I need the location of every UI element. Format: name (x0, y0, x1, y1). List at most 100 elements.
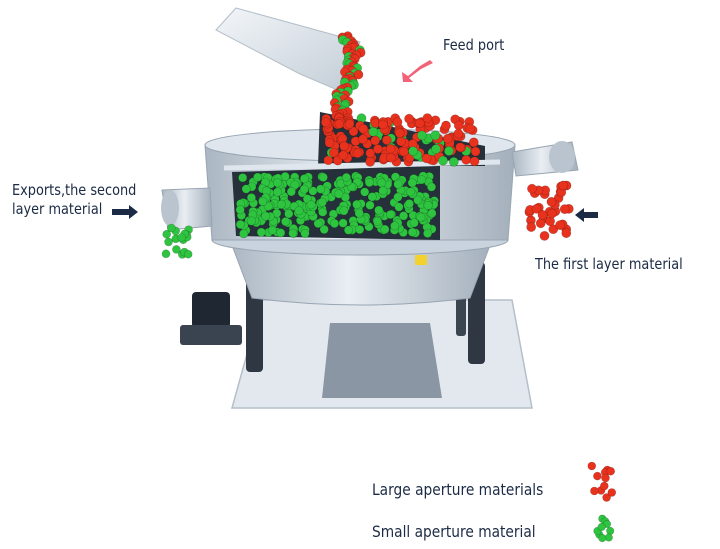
upper-deck-particle (461, 154, 472, 165)
lower-deck-particle (263, 201, 273, 211)
lower-deck-particle (317, 197, 327, 207)
second-layer-output-particle (172, 245, 181, 254)
lower-deck-particle (354, 208, 364, 218)
upper-deck-particle (470, 146, 481, 157)
upper-deck-particle (469, 156, 480, 167)
upper-deck-particle (414, 118, 425, 129)
upper-deck-particle (404, 113, 414, 124)
first-layer-output-particle (559, 204, 570, 214)
lower-deck-particle (352, 199, 362, 209)
legend-large-particle (602, 493, 611, 502)
lower-deck-particle (235, 219, 245, 229)
motor (192, 292, 230, 328)
upper-deck-particle (368, 126, 379, 137)
exports-arrow (112, 205, 138, 219)
legend-small-label: Small aperture material (372, 522, 536, 541)
first-layer-output-particle (555, 220, 565, 230)
legend-large-particle (590, 486, 599, 496)
lower-deck-particle (377, 178, 387, 188)
first-layer-arrow (575, 208, 598, 222)
lower-deck-particle (338, 218, 348, 228)
first-layer-output-particle (526, 222, 537, 232)
upper-deck-particle (453, 120, 464, 131)
lower-deck-particle (272, 178, 283, 188)
feed-port-label: Feed port (443, 36, 505, 54)
upper-deck-particle (408, 146, 418, 156)
first-layer-output-particle (546, 196, 557, 207)
lower-deck-particle (258, 196, 268, 207)
lower-deck-particle (390, 221, 400, 231)
lower-deck-particle (306, 200, 316, 210)
lower-deck-particle (253, 172, 263, 182)
first-layer-output-particle (531, 203, 542, 214)
lower-deck-particle (364, 177, 375, 188)
upper-deck-particle (396, 136, 406, 147)
lower-deck-particle (329, 218, 340, 228)
lower-deck-particle (300, 228, 310, 239)
lower-deck-particle (272, 187, 283, 197)
lower-deck-particle (235, 205, 245, 215)
upper-deck-particle (365, 148, 376, 158)
upper-deck-particle (398, 146, 409, 157)
lower-deck-particle (378, 186, 388, 196)
lower-deck-particle (404, 199, 414, 209)
lower-deck-particle (399, 211, 409, 221)
lower-deck-particle (374, 205, 384, 215)
upper-deck-particle (465, 123, 476, 134)
lower-deck-particle (367, 192, 377, 202)
lower-deck-particle (423, 200, 433, 211)
upper-deck-particle (344, 119, 355, 129)
upper-deck-particle (443, 146, 454, 156)
lower-deck-particle (341, 172, 352, 182)
legend-large-particle (607, 488, 617, 497)
lower-deck-particle (246, 193, 256, 203)
lower-deck-particle (406, 187, 416, 197)
lower-deck-particle (407, 227, 418, 237)
lower-deck-particle (288, 228, 298, 238)
lower-deck-particle (241, 184, 251, 194)
lower-deck-particle (284, 209, 294, 219)
first-layer-label: The first layer material (535, 255, 683, 273)
lower-deck-particle (261, 211, 271, 221)
outlet-left-mouth (161, 190, 179, 226)
lower-deck-particle (407, 178, 417, 188)
upper-deck-particle (438, 155, 448, 166)
lower-deck-particle (256, 227, 266, 237)
lower-deck-particle (286, 187, 296, 197)
lower-deck-particle (409, 218, 419, 228)
motor-stand (180, 325, 242, 345)
upper-deck-particle (324, 137, 335, 148)
outlet-right-mouth (549, 141, 575, 173)
lower-deck-particle (276, 199, 286, 209)
upper-deck-particle (348, 126, 359, 137)
lower-deck-particle (417, 175, 427, 185)
legend-small-particle (598, 533, 607, 543)
lower-deck-particle (276, 228, 286, 238)
upper-deck-particle (421, 153, 432, 164)
legend-large-label: Large aperture materials (372, 480, 544, 499)
second-layer-output-particle (167, 223, 176, 233)
second-layer-output-particle (177, 233, 186, 242)
legend-small-particle (597, 522, 606, 532)
lower-deck-particle (365, 200, 375, 210)
upper-deck-particle (357, 134, 368, 145)
first-layer-output-particle (561, 228, 572, 238)
upper-deck-particle (358, 123, 369, 134)
feed-arrow (402, 60, 433, 82)
exports-label-line1: Exports,the second (12, 181, 137, 199)
lower-deck-particle (281, 217, 291, 227)
upper-deck-particle (365, 156, 375, 167)
lower-deck-particle (299, 174, 310, 184)
lower-deck-particle (316, 184, 326, 194)
upper-deck-particle (385, 152, 396, 163)
upper-deck-particle (448, 156, 459, 167)
lower-deck-particle (313, 218, 323, 229)
lower-deck-particle (380, 224, 390, 234)
lower-deck-particle (290, 180, 300, 190)
upper-deck-particle (352, 148, 363, 159)
second-layer-output-particle (183, 249, 193, 259)
base-plate (322, 323, 442, 398)
upper-deck-particle (392, 117, 403, 127)
legend-large-particle (601, 473, 610, 483)
lower-deck-particle (343, 225, 354, 235)
